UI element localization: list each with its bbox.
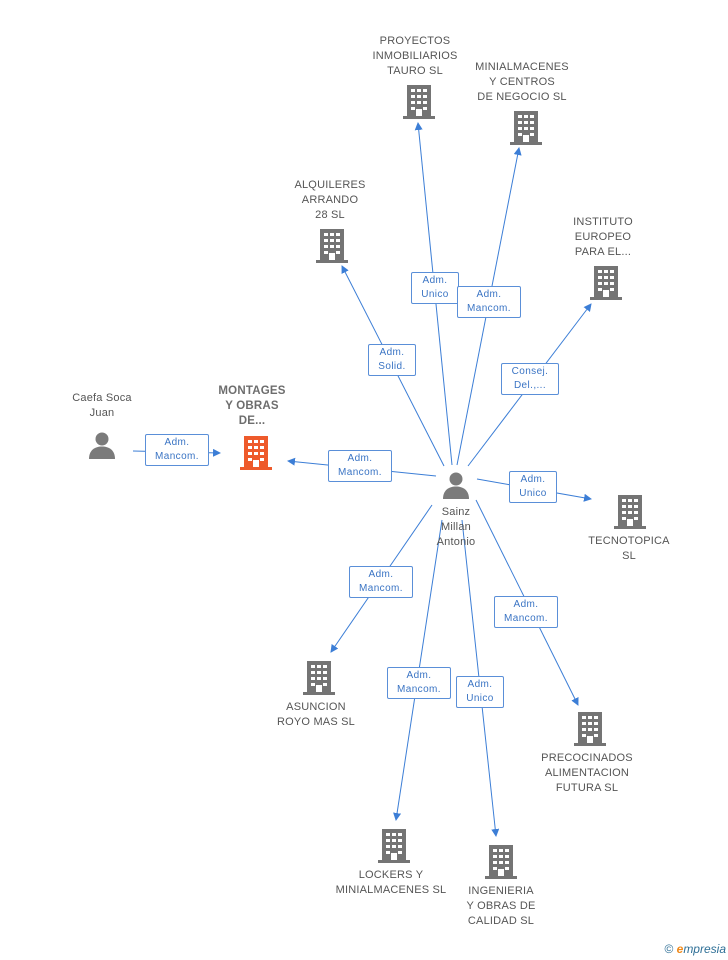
- copyright-symbol: ©: [664, 942, 674, 956]
- edge-label-sainz-ingenieria[interactable]: Adm. Unico: [456, 676, 504, 708]
- building-icon-instituto[interactable]: [590, 266, 622, 305]
- building-icon: [316, 229, 348, 263]
- building-icon-asuncion[interactable]: [303, 661, 335, 700]
- company-label-instituto[interactable]: INSTITUTO EUROPEO PARA EL...: [573, 216, 633, 258]
- company-label-ingenieria[interactable]: INGENIERIA Y OBRAS DE CALIDAD SL: [466, 885, 536, 927]
- company-label-lockers[interactable]: LOCKERS Y MINIALMACENES SL: [335, 869, 447, 896]
- focus-company-label[interactable]: MONTAGES Y OBRAS DE...: [218, 385, 286, 427]
- building-icon-ingenieria[interactable]: [485, 845, 517, 884]
- person-label-caefa[interactable]: Caefa Soca Juan: [72, 392, 132, 419]
- person-icon-caefa[interactable]: [87, 430, 117, 460]
- building-icon-lockers[interactable]: [378, 829, 410, 868]
- brand-e-logo: e: [676, 942, 684, 956]
- company-label-asuncion[interactable]: ASUNCION ROYO MAS SL: [277, 701, 355, 728]
- building-icon: [510, 111, 542, 145]
- building-icon: [614, 495, 646, 529]
- building-icon-focus[interactable]: [240, 436, 272, 475]
- building-icon-tecnotopica[interactable]: [614, 495, 646, 534]
- company-label-proyectos[interactable]: PROYECTOS INMOBILIARIOS TAURO SL: [372, 35, 458, 77]
- edge-label-sainz-proyectos[interactable]: Adm. Unico: [411, 272, 459, 304]
- building-icon: [574, 712, 606, 746]
- building-icon: [485, 845, 517, 879]
- building-icon-alquileres[interactable]: [316, 229, 348, 268]
- building-icon: [403, 85, 435, 119]
- person-icon: [443, 472, 469, 499]
- building-icon-proyectos[interactable]: [403, 85, 435, 124]
- building-icon: [378, 829, 410, 863]
- edge-label-sainz-precocinados[interactable]: Adm. Mancom.: [494, 596, 558, 628]
- edge-label-sainz-alquileres[interactable]: Adm. Solid.: [368, 344, 416, 376]
- focus-building-icon: [240, 436, 272, 470]
- person-icon: [89, 432, 115, 459]
- brand-name: mpresia: [683, 942, 726, 956]
- building-icon-precocinados[interactable]: [574, 712, 606, 751]
- building-icon: [303, 661, 335, 695]
- company-label-tecnotopica[interactable]: TECNOTOPICA SL: [588, 535, 670, 562]
- edge-label-sainz-lockers[interactable]: Adm. Mancom.: [387, 667, 451, 699]
- company-label-minialmacenes[interactable]: MINIALMACENES Y CENTROS DE NEGOCIO SL: [475, 61, 569, 103]
- building-icon-minialmacenes[interactable]: [510, 111, 542, 150]
- person-icon-sainz[interactable]: [441, 470, 471, 500]
- edge-label-caefa-montages[interactable]: Adm. Mancom.: [145, 434, 209, 466]
- company-label-alquileres[interactable]: ALQUILERES ARRANDO 28 SL: [294, 179, 366, 221]
- edge-label-sainz-instituto[interactable]: Consej. Del.,...: [501, 363, 559, 395]
- edge-label-sainz-tecnotopica[interactable]: Adm. Unico: [509, 471, 557, 503]
- edge-label-sainz-minialmacenes[interactable]: Adm. Mancom.: [457, 286, 521, 318]
- edge-label-sainz-asuncion[interactable]: Adm. Mancom.: [349, 566, 413, 598]
- person-label-sainz[interactable]: Sainz Millan Antonio: [436, 506, 476, 548]
- building-icon: [590, 266, 622, 300]
- company-label-precocinados[interactable]: PRECOCINADOS ALIMENTACION FUTURA SL: [541, 752, 633, 794]
- footer-branding[interactable]: © empresia: [664, 942, 726, 956]
- edge-label-sainz-montages[interactable]: Adm. Mancom.: [328, 450, 392, 482]
